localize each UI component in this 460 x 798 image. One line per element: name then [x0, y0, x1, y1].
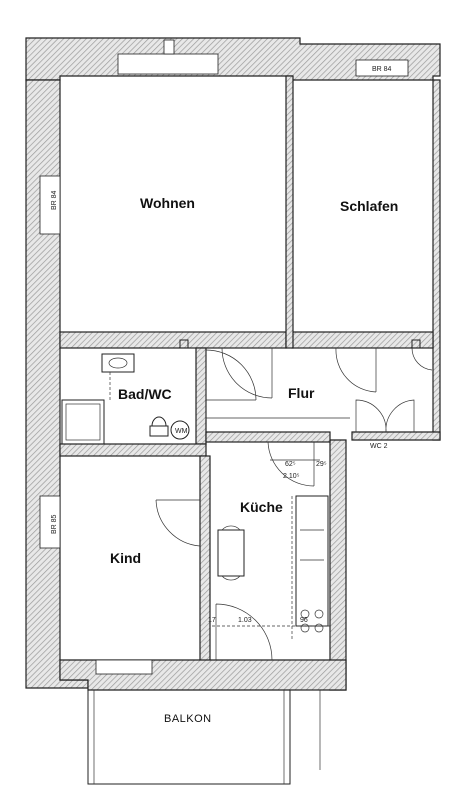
annotation-dim-k4: 29⁵ [316, 461, 327, 468]
room-label-flur: Flur [288, 385, 315, 401]
annotation-wm: WM [175, 428, 188, 435]
wall-kueche-top [205, 431, 331, 443]
annotation-height-a: 62⁵ [285, 461, 296, 468]
room-label-balkon: BALKON [164, 713, 212, 725]
window-schlafen-top [355, 59, 409, 77]
wall-bad-right [195, 347, 207, 445]
window-kind-left [39, 495, 61, 549]
kitchen-table [217, 529, 245, 577]
balcony-outline [87, 689, 291, 785]
window-top-small [163, 39, 175, 55]
washing-machine-icon [170, 420, 190, 440]
room-label-kueche: Küche [240, 499, 283, 515]
window-label-left-lower: BR 85 [51, 514, 58, 534]
wall-wohnen-schlafen [285, 75, 294, 349]
room-label-wohnen: Wohnen [140, 195, 195, 211]
window-wohnen-left [39, 175, 61, 235]
wall-below-wohnen [59, 331, 287, 349]
wall-kind-kueche [199, 455, 211, 663]
door-kind [155, 499, 201, 547]
kitchen-counter [295, 495, 329, 627]
room-label-schlafen: Schlafen [340, 198, 398, 214]
windows [39, 39, 409, 675]
wall-bad-bottom [59, 443, 207, 457]
toilet [149, 416, 169, 437]
fixtures [61, 339, 421, 640]
door-flur-right [411, 347, 433, 371]
window-wohnen-top [117, 53, 219, 75]
window-kind-bottom [95, 659, 153, 675]
window-label-top-right: BR 84 [372, 66, 392, 73]
stove-burner [300, 609, 310, 619]
door-kueche-lower [215, 603, 273, 661]
left-wall [25, 79, 89, 689]
door-entrance [355, 399, 415, 433]
annotation-height-b: 2.10⁵ [283, 473, 300, 480]
room-label-kind: Kind [110, 550, 141, 566]
door-wohnen [221, 347, 273, 399]
doors [155, 347, 433, 661]
balcony [87, 689, 321, 785]
right-wall-upper [432, 79, 441, 441]
annotation-dim-k3: 96 [300, 617, 308, 624]
annotation-dim-k2: 1.03 [238, 617, 252, 624]
annotation-wc: WC 2 [370, 443, 388, 450]
door-schlafen [335, 347, 377, 393]
door-bad [205, 349, 257, 401]
room-label-bad: Bad/WC [118, 386, 172, 402]
bathtub [61, 399, 105, 445]
wall-kueche-right [329, 439, 347, 691]
door-kueche [267, 441, 315, 487]
annotation-dim-k1: 17 [208, 617, 216, 624]
bad-sink [101, 353, 135, 373]
window-label-left-upper: BR 84 [51, 190, 58, 210]
walls [25, 37, 441, 691]
wall-flur-bottom-right [351, 431, 441, 441]
